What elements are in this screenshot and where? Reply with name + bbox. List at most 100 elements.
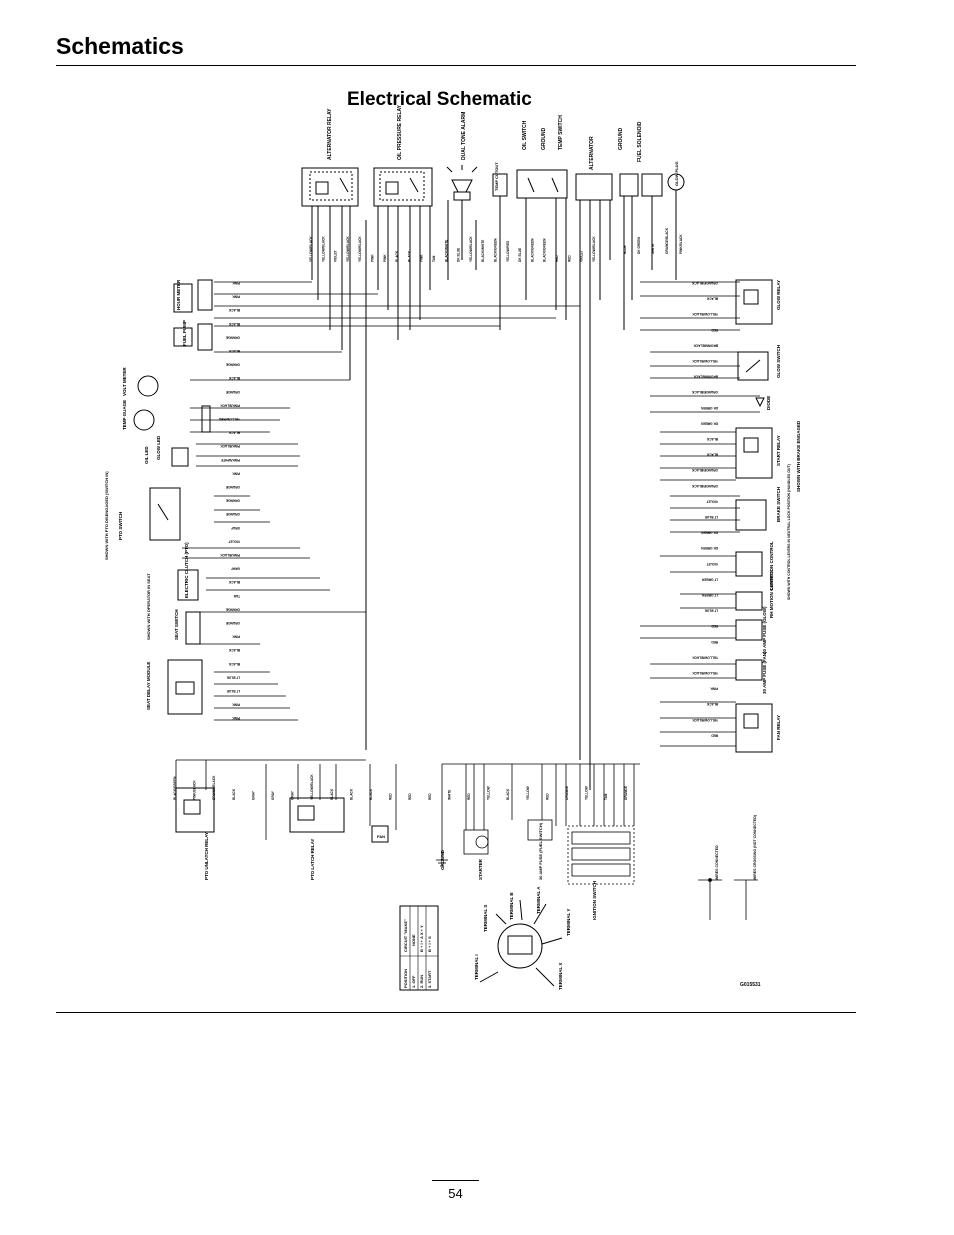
wire-color-label: ORANGE/BLACK [691,281,718,285]
wire-color-label: DK BLUE [518,248,522,262]
wire-color-label: BLACK [706,702,718,706]
label-glow-relay: GLOW RELAY [776,280,781,310]
wire-color-label: RED [711,328,718,332]
wire-color-label: YELLOW [526,786,530,800]
label-lh-motion-control: LH MOTION CONTROL [769,541,774,590]
page-number-rule [432,1180,479,1181]
label-terminal-y: TERMINAL Y [566,909,571,936]
wire-color-label: RED [467,793,471,800]
wire-color-label: PINK [232,703,240,707]
wire-color-label: BLACK [706,437,718,441]
wire-color-label: DK GREEN [700,421,718,425]
wire-color-label: PINK [710,687,718,691]
wire-color-label: BROWN/BLACK [693,343,718,347]
label-terminal-i: TERMINAL I [474,954,479,980]
wire-color-label: LT BLUE [227,689,240,693]
wire-color-label: ORANGE [226,499,240,503]
wire-color-label: PINK/BLACK [220,444,240,448]
figure-id: G015531 [740,982,761,988]
wire-color-label: TAN [432,255,436,262]
header-rule [56,65,856,66]
page-number: 54 [448,1186,463,1201]
label-start-relay: START RELAY [776,435,781,466]
wire-color-label: RED [545,793,549,800]
wire-color-label: VIOLET [334,250,338,262]
wire-color-label: BLACK [228,580,240,584]
label-pto-latch-relay: PTO LATCH RELAY [310,839,315,880]
wire-color-label: DK GREEN [700,406,718,410]
label-seat-switch-note: SHOWN WITH OPERATOR IN SEAT [146,573,151,640]
wire-color-label: DK BLUE [457,248,461,262]
wire-color-label: TAN [233,594,240,598]
label-40-amp-fuse-glow: 40 AMP FUSE (GLOW) [762,606,767,654]
wire-color-label: RED [408,793,412,800]
label-terminal-x: TERMINAL X [558,963,563,990]
wire-color-label: BLACK [349,788,353,800]
label-volt-meter: VOLT METER [122,367,127,396]
wire-color-label: RED [389,793,393,800]
table-header-position: POSITION [403,969,408,988]
wire-color-label: GRAY [291,790,295,800]
section-title: Schematics [56,33,184,59]
label-temp-switch: TEMP SWITCH [558,115,564,150]
wire-color-label: PINK [232,281,240,285]
wire-color-label: GRAY [230,526,240,530]
label-glow-led: GLOW LED [156,435,161,460]
table-cell: NONE [411,934,416,946]
wire-color-label: RED [428,793,432,800]
label-hour-meter: HOUR METER [176,279,181,310]
wire-color-label: WHITE [447,790,451,800]
wire-color-label: PINK [371,254,375,262]
wire-color-label: RED [711,624,718,628]
wire-color-label: YELLOW/BLACK [592,236,596,262]
wire-color-label: DK GREEN [637,236,641,254]
wire-color-label: BLACK [232,788,236,800]
wire-color-label: PINK/BLACK [220,553,240,557]
wire-color-label: ORANGE [624,786,628,800]
wire-color-label: ORANGE/BLACK [691,468,718,472]
wire-color-label: BLACK [228,376,240,380]
wire-color-label: YELLOW/BLACK [692,718,718,722]
wire-color-label: YELLOW/BLACK [310,774,314,800]
wire-color-label: WHITE [651,244,655,254]
wire-color-label: BLACK [369,788,373,800]
label-alternator-relay: ALTERNATOR RELAY [327,108,333,160]
wire-color-label: VIOLET [706,562,718,566]
wire-color-label: BLACK [228,431,240,435]
label-diode: DIODE [766,396,771,410]
wire-color-label: BROWN/BLACK [212,775,216,800]
table-cell: B + I + A X + Y [419,925,424,952]
wire-color-label: YELLOW/BLACK [692,655,718,659]
label-starter: STARTER [478,858,483,880]
wire-color-label: LT GREEN [701,593,718,597]
wire-color-label: RED [711,640,718,644]
wire-color-label: PINK [232,295,240,299]
wire-color-label: ORANGE/BLACK [665,227,669,254]
wire-color-label: YELLOW/BLACK [346,236,350,262]
wire-color-label: LT BLUE [227,675,240,679]
wire-color-label: BLACK/WHITE [481,240,485,262]
wire-color-label: BLACK [228,349,240,353]
label-oil-switch: OIL SWITCH [522,120,528,150]
wire-color-label: BLUE [623,245,627,254]
label-terminal-a: TERMINAL A [536,886,541,914]
wire-color-label: PINK [232,471,240,475]
wire-color-label: ORANGE [565,786,569,800]
wire-color-label: LT GREEN [701,577,718,581]
wire-color-label: YELLOW/BLACK [469,236,473,262]
wire-color-label: BLACK [506,788,510,800]
wire-color-label: ORANGE/BLACK [691,484,718,488]
label-alternator: ALTERNATOR [589,136,595,170]
wire-color-label: BLACK [706,453,718,457]
wire-color-label: RED [555,255,559,262]
wire-color-label: PINK [420,254,424,262]
wire-color-label: YELLOW/BLACK [358,236,362,262]
label-ignition-switch: IGNITION SWITCH [592,881,597,920]
table-header-circuit: CIRCUIT "MAKE" [403,919,408,952]
table-cell: 2. RUN [419,975,424,988]
label-terminal-s: TERMINAL S [483,905,488,932]
label-ground-top: GROUND [541,127,547,150]
wire-color-label: ORANGE [226,335,240,339]
figure-title: Electrical Schematic [347,89,532,110]
label-fan-relay: FAN RELAY [776,715,781,740]
